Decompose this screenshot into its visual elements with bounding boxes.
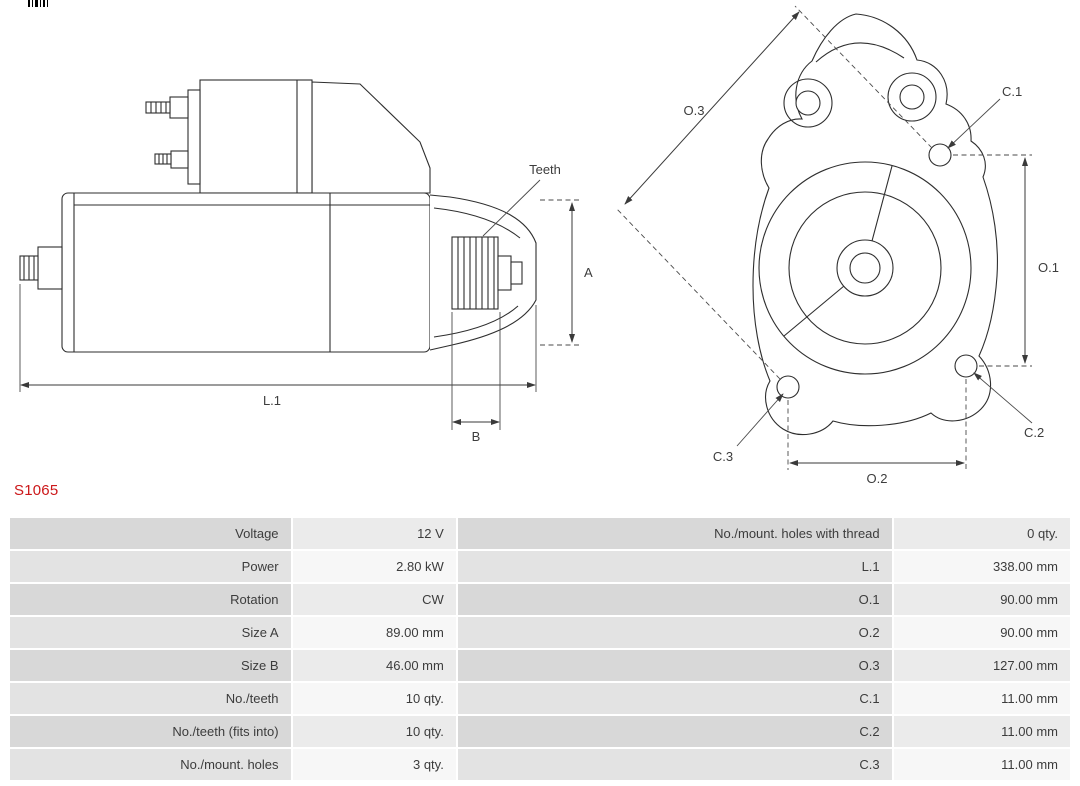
spec-label: Size B [10,650,291,681]
spec-label: Voltage [10,518,291,549]
solenoid [199,79,313,194]
spec-value: 10 qty. [292,716,456,747]
spec-label: C.3 [457,749,892,780]
spec-value: 89.00 mm [292,617,456,648]
solenoid-cap [187,89,201,185]
spec-label: Power [10,551,291,582]
terminal-bolt-lower [154,150,189,169]
table-row: No./teeth (fits into) 10 qty. C.2 11.00 … [10,716,1070,747]
spec-value: 46.00 mm [292,650,456,681]
spec-label: C.1 [457,683,892,714]
spec-label: Size A [10,617,291,648]
shaft-center-hole [849,252,881,284]
spec-value: 11.00 mm [893,716,1070,747]
table-row: Size A 89.00 mm O.2 90.00 mm [10,617,1070,648]
spec-value: 90.00 mm [893,584,1070,615]
table-row: No./teeth 10 qty. C.1 11.00 mm [10,683,1070,714]
spec-table: Voltage 12 V No./mount. holes with threa… [8,516,1072,782]
gear-housing-face [758,161,972,375]
rear-shaft-bolt [19,246,63,290]
spec-value: 2.80 kW [292,551,456,582]
teeth-label: Teeth [529,162,561,177]
dimension-l1: L.1 [19,284,537,408]
dim-b-label: B [472,429,481,444]
pinion-gear [451,236,523,310]
spec-value: 10 qty. [292,683,456,714]
table-row: Rotation CW O.1 90.00 mm [10,584,1070,615]
mount-hole-c1 [928,143,952,167]
dimension-o3: O.3 [615,5,933,380]
dim-a-label: A [584,265,593,280]
spec-label: No./teeth [10,683,291,714]
spec-value: 11.00 mm [893,749,1070,780]
callout-c3: C.3 [713,393,784,464]
dim-o3-label: O.3 [684,103,705,118]
terminal-bolt-upper [145,96,189,119]
spec-label: O.3 [457,650,892,681]
dimension-a: A [540,199,593,346]
spec-value: 90.00 mm [893,617,1070,648]
dim-c1-label: C.1 [1002,84,1022,99]
dim-c3-label: C.3 [713,449,733,464]
technical-drawing: Teeth A L.1 B [19,0,1059,486]
callout-c2: C.2 [973,372,1044,440]
spec-label: No./teeth (fits into) [10,716,291,747]
ear-hole-right [899,84,925,110]
spec-value: 11.00 mm [893,683,1070,714]
barcode [28,0,48,7]
spec-value: 0 qty. [893,518,1070,549]
spec-label: C.2 [457,716,892,747]
spec-label: L.1 [457,551,892,582]
ear-hole-left [795,90,821,116]
table-row: Voltage 12 V No./mount. holes with threa… [10,518,1070,549]
front-view-drawing [752,13,998,436]
spec-value: 12 V [292,518,456,549]
spec-label: O.2 [457,617,892,648]
side-view-drawing [19,79,537,353]
callout-c1: C.1 [947,84,1022,149]
spec-label: Rotation [10,584,291,615]
mount-hole-c3 [776,375,800,399]
dim-o1-label: O.1 [1038,260,1059,275]
spec-value: CW [292,584,456,615]
spec-label: No./mount. holes [10,749,291,780]
label-teeth-group: Teeth [482,162,561,237]
drive-housing-top [311,81,431,194]
dimension-o2: O.2 [787,379,967,486]
dimension-b: B [451,312,501,444]
dimension-o1: O.1 [953,154,1059,367]
dim-c2-label: C.2 [1024,425,1044,440]
mount-hole-c2 [954,354,978,378]
spec-label: O.1 [457,584,892,615]
table-row: Power 2.80 kW L.1 338.00 mm [10,551,1070,582]
dim-o2-label: O.2 [867,471,888,486]
part-number: S1065 [14,482,59,499]
spec-label: No./mount. holes with thread [457,518,892,549]
spec-value: 127.00 mm [893,650,1070,681]
spec-value: 338.00 mm [893,551,1070,582]
motor-body [61,192,431,353]
table-row: No./mount. holes 3 qty. C.3 11.00 mm [10,749,1070,780]
dim-l1-label: L.1 [263,393,281,408]
table-row: Size B 46.00 mm O.3 127.00 mm [10,650,1070,681]
spec-value: 3 qty. [292,749,456,780]
